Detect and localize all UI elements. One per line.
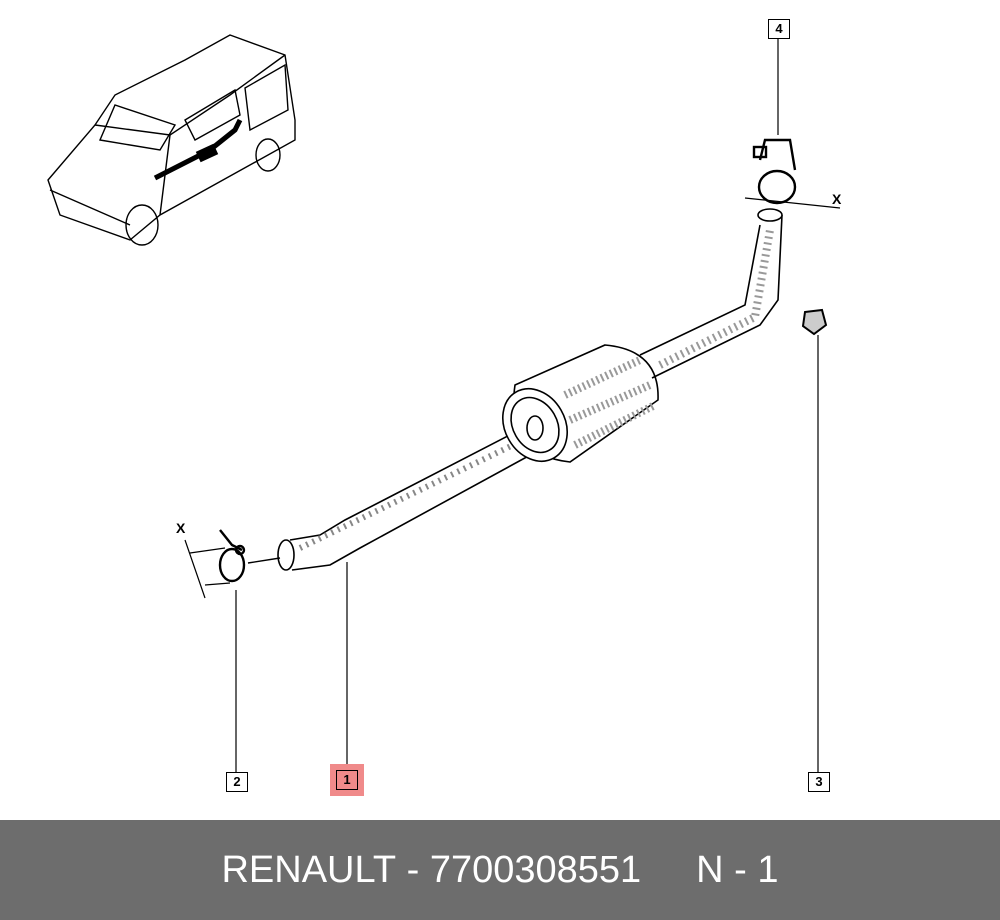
rear-pipe: [639, 208, 783, 379]
callout-3[interactable]: 3: [808, 772, 830, 792]
nut-part-3: [801, 308, 828, 336]
part-number: 7700308551: [429, 848, 642, 891]
leader-lines: [235, 38, 819, 772]
muffler: [502, 344, 659, 463]
separator: -: [406, 848, 420, 891]
clamp-part-4: [744, 138, 841, 209]
brand-name: RENAULT: [221, 848, 397, 891]
exhaust-diagram: [47, 34, 841, 772]
callout-2[interactable]: 2: [226, 772, 248, 792]
vehicle-illustration: [47, 34, 296, 246]
callout-1[interactable]: 1: [330, 764, 364, 796]
clamp-part-2: [184, 529, 281, 599]
dimension-x-front: X: [176, 520, 186, 536]
callout-4[interactable]: 4: [768, 19, 790, 39]
footer-bar: RENAULT - 7700308551 N - 1: [0, 820, 1000, 920]
dimension-x-rear: X: [832, 191, 842, 207]
reference-code: N - 1: [696, 848, 779, 891]
exhaust-pipe-part-1: [277, 421, 546, 571]
